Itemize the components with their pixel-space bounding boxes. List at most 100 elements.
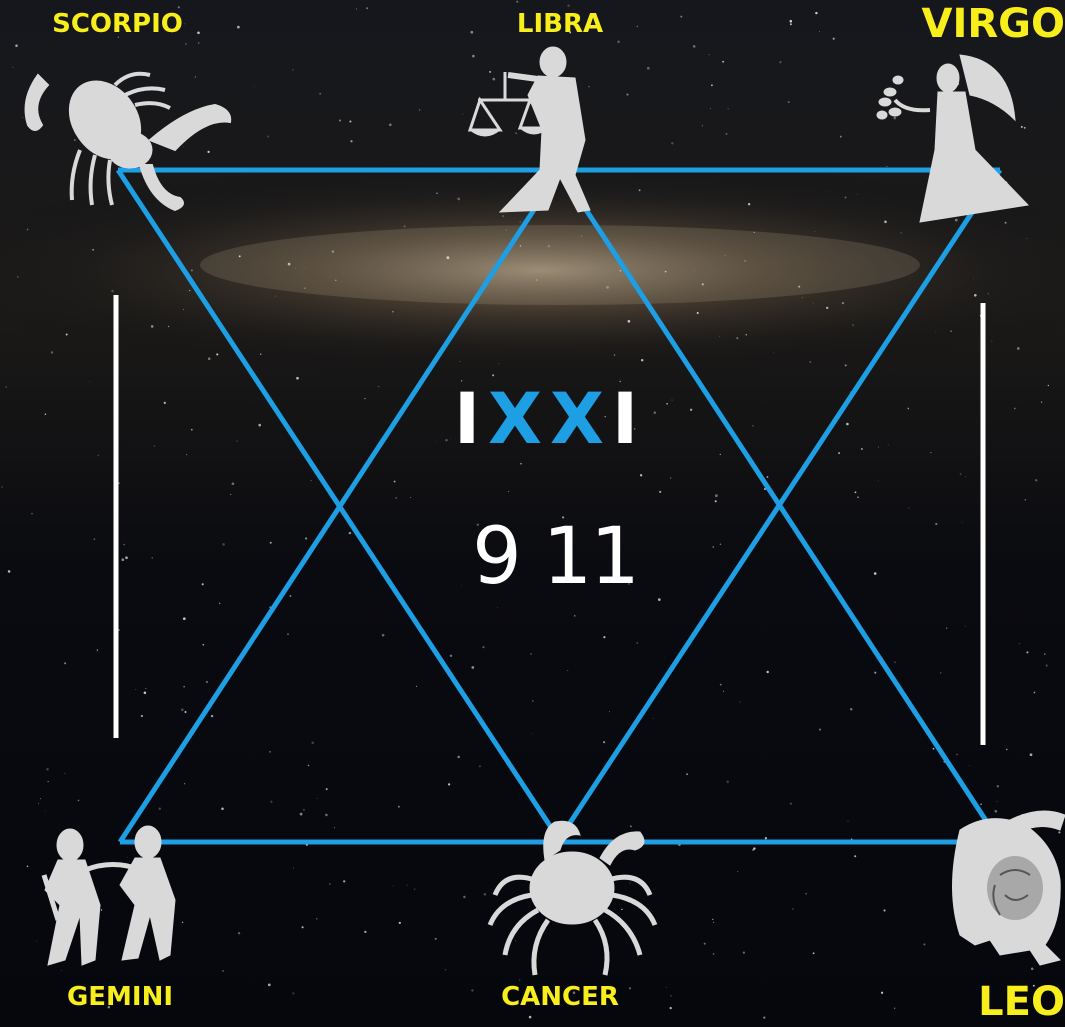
star [51, 351, 53, 353]
star [603, 741, 605, 743]
star [40, 798, 41, 799]
star [141, 715, 143, 717]
star [671, 142, 673, 144]
star [532, 700, 534, 702]
label-leo: LEO [905, 982, 1065, 1022]
star [364, 931, 366, 933]
star [275, 296, 276, 297]
star [350, 140, 352, 142]
star [935, 332, 936, 333]
star [219, 603, 220, 604]
star [819, 729, 821, 731]
star [1030, 753, 1033, 756]
star [78, 800, 80, 802]
star [850, 708, 853, 711]
star [392, 311, 394, 313]
star [270, 542, 272, 544]
star [92, 249, 94, 251]
star [506, 230, 507, 231]
star [436, 192, 437, 193]
star [935, 523, 937, 525]
star [5, 386, 6, 387]
star [489, 71, 491, 73]
star [763, 1016, 765, 1018]
star [946, 628, 947, 629]
star [670, 477, 671, 478]
star [435, 938, 437, 940]
star [206, 681, 208, 683]
star [308, 765, 310, 767]
star [829, 191, 830, 192]
star [378, 386, 379, 387]
star [268, 984, 271, 987]
star [382, 634, 385, 637]
star [316, 918, 318, 920]
star [715, 500, 717, 502]
milky-way-core [200, 225, 920, 305]
star [690, 409, 692, 411]
star [881, 992, 883, 994]
star [852, 324, 854, 326]
star [186, 454, 187, 455]
star [536, 279, 538, 281]
star [317, 798, 318, 799]
star [208, 357, 211, 360]
star [773, 352, 774, 353]
star [230, 494, 231, 495]
star [17, 276, 18, 277]
star [788, 101, 790, 103]
star [122, 558, 125, 561]
star [574, 615, 575, 616]
star [13, 67, 14, 68]
star [22, 117, 23, 118]
star [269, 751, 270, 752]
star [447, 256, 450, 259]
star [819, 31, 820, 32]
star [1024, 127, 1026, 129]
star [232, 482, 235, 485]
star [470, 31, 473, 34]
star [857, 194, 858, 195]
star [182, 922, 183, 923]
star [790, 20, 793, 23]
star [694, 270, 695, 271]
star [519, 979, 520, 980]
star [1021, 126, 1023, 128]
star [740, 701, 741, 702]
star [671, 400, 672, 401]
star [520, 463, 522, 465]
star [349, 532, 351, 534]
star [621, 909, 623, 911]
star [479, 765, 481, 767]
center-code: IXXI [430, 384, 670, 454]
star [923, 943, 925, 945]
star [450, 655, 452, 657]
star [195, 76, 196, 77]
star [419, 109, 421, 111]
star [609, 711, 610, 712]
star [883, 909, 885, 911]
star [237, 26, 240, 29]
star [492, 374, 494, 376]
star [697, 312, 699, 314]
star [641, 359, 643, 361]
star [364, 398, 365, 399]
star [64, 773, 65, 774]
star [295, 268, 296, 269]
star [183, 309, 184, 310]
star [326, 788, 328, 790]
star [744, 260, 745, 261]
star [236, 441, 237, 442]
star [940, 672, 941, 673]
star [680, 16, 682, 18]
star [805, 893, 806, 894]
star [260, 353, 262, 355]
star [515, 132, 517, 134]
star [737, 871, 738, 872]
star [111, 290, 113, 292]
star [711, 84, 713, 86]
star [529, 1016, 532, 1019]
star [287, 633, 289, 635]
star [1025, 499, 1026, 500]
star [798, 286, 800, 288]
